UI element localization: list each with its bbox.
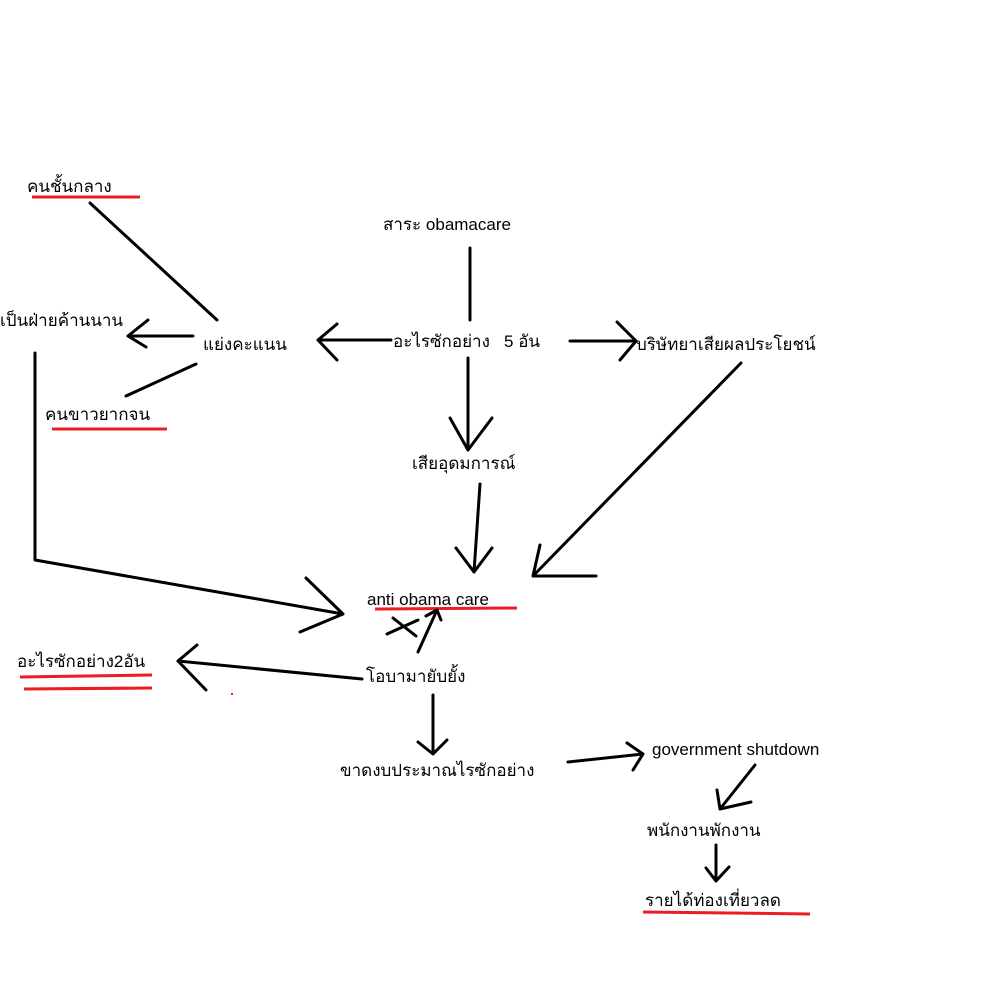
arrow-to-budget — [416, 693, 449, 756]
node-lose-ideology: เสียอุดมการณ์ — [412, 454, 516, 474]
node-five-things: อะไรซักอย่าง 5 อัน — [393, 331, 540, 351]
node-long-opposition: เป็นฝ่ายค้านนาน — [0, 309, 123, 330]
arrow-to-ideology — [448, 356, 494, 452]
arrow-to-long-opposition — [126, 318, 195, 349]
arrow-veto-to-anti — [416, 608, 443, 654]
underline-anti-obamacare — [374, 606, 518, 611]
arrow-ideology-to-anti — [454, 482, 494, 574]
red-underlines — [19, 195, 811, 916]
line-middle-class-votes — [88, 201, 219, 322]
arrow-to-compete-votes — [316, 322, 393, 362]
node-obama-veto: โอบามายับยั้ง — [366, 664, 465, 686]
arrow-to-shutdown — [566, 741, 645, 772]
node-anti-obamacare: anti obama care — [367, 590, 489, 609]
underline-tourism-drop — [642, 910, 811, 916]
arrow-to-two-things — [176, 643, 364, 692]
node-budget-lack: ขาดงบประมาณไรซักอย่าง — [340, 760, 534, 780]
node-pharma-loses: บริษัทยาเสียผลประโยชน์ — [636, 334, 816, 354]
node-compete-votes: แย่งคะแนน — [203, 335, 287, 354]
node-topic: สาระ obamacare — [383, 215, 511, 234]
cross-mark — [385, 616, 420, 638]
underline-two-things-2 — [23, 686, 153, 691]
arrow-to-pharma — [568, 320, 638, 362]
arrow-to-furlough — [715, 763, 757, 811]
red-dot — [231, 693, 233, 695]
node-tourism-drop: รายได้ท่องเที่ยวลด — [645, 888, 781, 910]
arrow-to-tourism — [704, 843, 731, 883]
node-shutdown: government shutdown — [652, 740, 819, 759]
underline-two-things-1 — [19, 673, 153, 679]
node-poor-whites: คนขาวยากจน — [45, 405, 150, 424]
line-poor-whites-votes — [124, 362, 198, 398]
node-staff-furlough: พนักงานพักงาน — [647, 821, 761, 840]
node-two-things: อะไรซักอย่าง2อัน — [17, 651, 146, 671]
node-middle-class: คนชั้นกลาง — [27, 174, 112, 196]
connectors — [33, 201, 757, 883]
arrow-pharma-to-anti — [531, 361, 743, 578]
arrow-opposition-to-anti — [33, 351, 345, 634]
